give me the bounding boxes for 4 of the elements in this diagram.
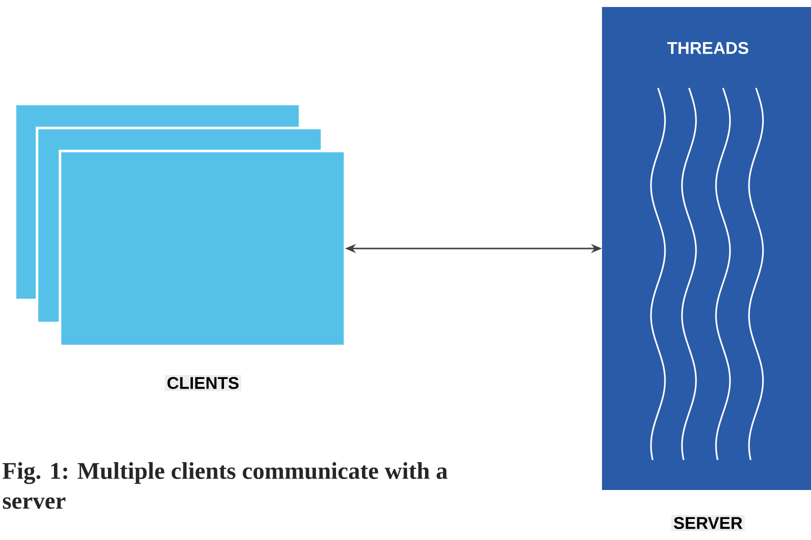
box-label: CLIENTS xyxy=(164,375,242,391)
box-label: SERVER xyxy=(671,515,745,531)
caption: Fig. 1: Multiple clients communicate with a server xyxy=(2,462,448,509)
box-label: THREADS xyxy=(667,42,748,54)
